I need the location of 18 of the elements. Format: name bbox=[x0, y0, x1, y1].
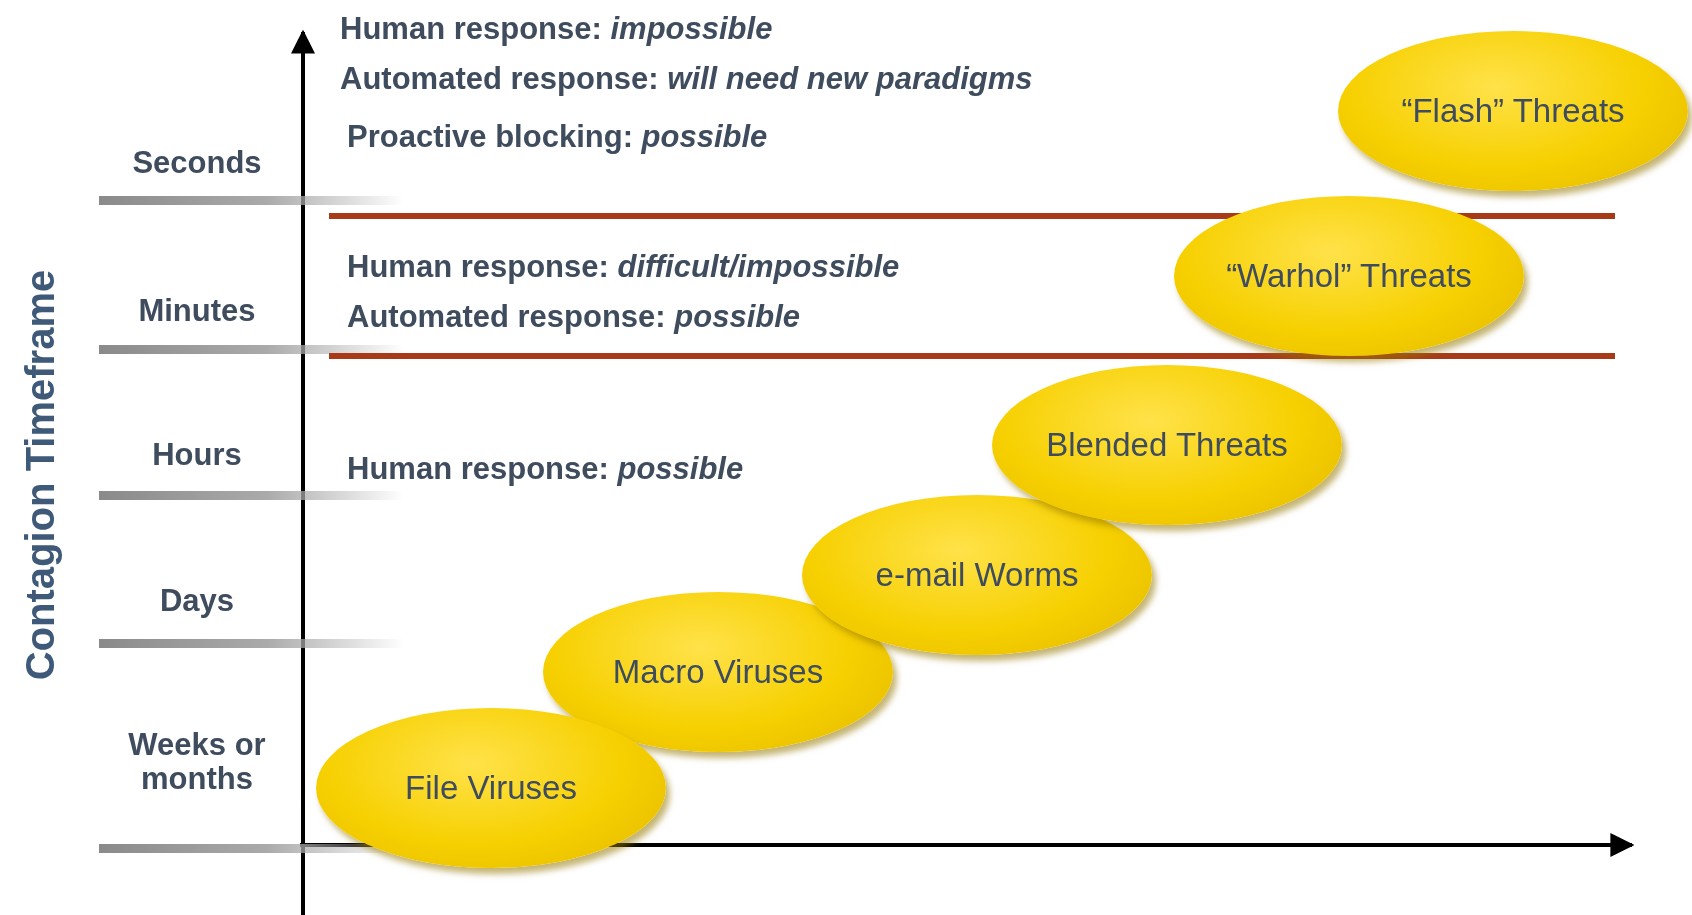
response-note: Human response: possible bbox=[347, 452, 744, 487]
threat-ellipse: “Flash” Threats bbox=[1338, 31, 1688, 191]
timeframe-label: Hours bbox=[151, 438, 243, 473]
threat-ellipse: “Warhol” Threats bbox=[1174, 196, 1524, 356]
response-note: Proactive blocking: possible bbox=[347, 120, 768, 155]
threat-ellipse: File Viruses bbox=[316, 708, 666, 868]
timeframe-label: Days bbox=[158, 584, 236, 619]
axis-title: Contagion Timeframe bbox=[18, 269, 62, 681]
response-note: Automated response: possible bbox=[347, 300, 801, 335]
response-note: Human response: difficult/impossible bbox=[347, 250, 900, 285]
timeframe-label: Minutes bbox=[137, 294, 257, 329]
timeframe-label: Weeks or months bbox=[127, 728, 267, 797]
response-note: Human response: impossible bbox=[340, 12, 773, 47]
threat-ellipse: Blended Threats bbox=[992, 365, 1342, 525]
response-note: Automated response: will need new paradigms bbox=[340, 62, 1033, 97]
threat-ellipse: Macro Viruses bbox=[543, 592, 893, 752]
threat-ellipse: e-mail Worms bbox=[802, 495, 1152, 655]
timeframe-label: Seconds bbox=[131, 146, 263, 181]
